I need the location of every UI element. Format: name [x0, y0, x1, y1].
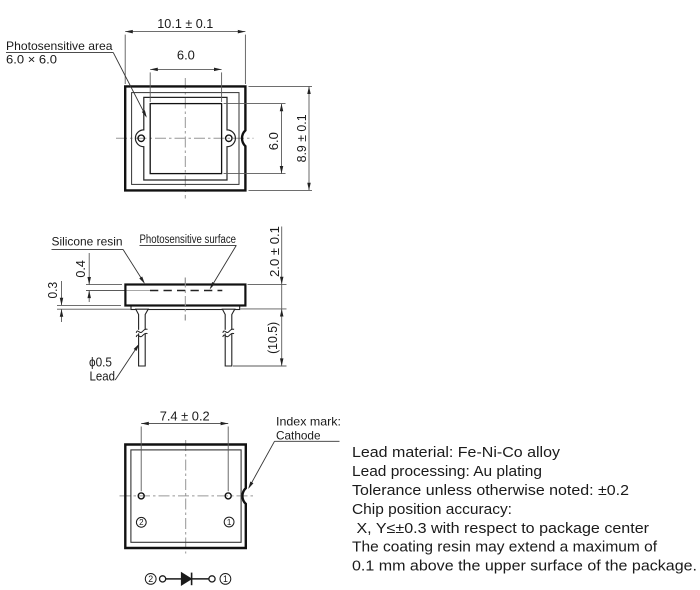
index-mark-label-line1: Index mark: — [276, 414, 341, 428]
index-mark-label-line2: Cathode — [276, 429, 321, 443]
lead-label: ϕ0.5 Lead — [89, 342, 141, 383]
dim-lead-pitch: 7.4 ± 0.2 — [140, 408, 229, 492]
note-line-5: X, Y≤±0.3 with respect to package center — [352, 521, 649, 537]
circuit-pin-left: 2 — [144, 573, 157, 585]
dim-area-height: 6.0 — [223, 103, 286, 175]
dim-package-height-text: 8.9 ± 0.1 — [294, 114, 309, 162]
dim-package-height: 8.9 ± 0.1 — [248, 85, 312, 191]
photosensitive-area-label: Photosensitive area 6.0 × 6.0 — [6, 39, 149, 119]
top-view-window-frame — [134, 96, 236, 181]
dim-resin-depth-text: 0.4 — [73, 260, 88, 278]
lead-label-text: Lead — [90, 369, 116, 383]
silicone-resin-label: Silicone resin — [51, 235, 147, 285]
diode-symbol — [180, 571, 193, 586]
index-mark-label: Index mark: Cathode — [246, 414, 341, 490]
lead-break-mark — [135, 328, 148, 334]
circuit-symbol: 2 1 — [144, 571, 232, 586]
circuit-pin-right-number: 1 — [223, 574, 228, 584]
note-line-6: The coating resin may extend a maximum o… — [352, 540, 658, 556]
bottom-view-pin-left-number: 2 — [139, 518, 144, 527]
dim-package-thickness-text: 2.0 ± 0.1 — [267, 226, 282, 277]
dim-base-thickness-text: 0.3 — [45, 282, 60, 299]
bottom-view-pin-right: 1 — [223, 516, 235, 528]
dim-lead-length-text: (10.5) — [265, 322, 280, 354]
note-line-1: Lead material: Fe-Ni-Co alloy — [352, 445, 561, 461]
dim-area-width-text: 6.0 — [177, 48, 195, 63]
lead-diameter-text: ϕ0.5 — [89, 356, 112, 370]
note-line-2: Lead processing: Au plating — [352, 464, 542, 480]
top-view-inner-rim — [131, 92, 240, 185]
side-view-lead-right — [221, 308, 236, 367]
bottom-view-lead-hole-left — [137, 492, 145, 500]
photosensitive-surface-label-text: Photosensitive surface — [140, 234, 237, 246]
side-view: 0.4 0.3 2.0 ± 0.1 (10.5) — [45, 226, 287, 383]
photosensitive-surface-label: Photosensitive surface — [139, 234, 237, 291]
dim-resin-depth: 0.4 — [73, 253, 91, 302]
dim-lead-length: (10.5) — [233, 308, 287, 367]
photosensitive-area-label-line1: Photosensitive area — [6, 39, 113, 53]
lead-break-mark — [222, 328, 235, 334]
top-view-photosensitive-area — [149, 102, 223, 175]
lead-break-mark — [135, 332, 148, 338]
silicone-resin-label-text: Silicone resin — [52, 235, 123, 249]
dim-base-thickness: 0.3 — [45, 281, 131, 322]
dim-lead-pitch-text: 7.4 ± 0.2 — [160, 408, 210, 423]
dim-area-width: 6.0 — [149, 48, 223, 102]
bottom-view-inner-rim — [130, 449, 242, 543]
lead-break-mark — [222, 332, 235, 338]
dim-package-thickness: 2.0 ± 0.1 — [247, 226, 287, 309]
bottom-view-pin-left: 2 — [135, 516, 147, 528]
top-view-package-outline — [124, 85, 247, 192]
top-view: 10.1 ± 0.1 6.0 6.0 8.9 ± 0.1 — [6, 16, 312, 199]
note-line-7: 0.1 mm above the upper surface of the pa… — [352, 559, 697, 575]
photosensitive-area-label-line2: 6.0 × 6.0 — [6, 53, 57, 67]
note-line-4: Chip position accuracy: — [352, 502, 512, 518]
bottom-view: 2 1 7.4 ± 0.2 Index mark: Cathode — [119, 408, 341, 554]
circuit-pin-right: 1 — [219, 573, 232, 585]
note-line-3: Tolerance unless otherwise noted: ±0.2 — [352, 483, 629, 499]
side-view-lead-left — [134, 308, 150, 367]
top-view-lead-hole-left — [137, 134, 146, 143]
circuit-terminal-right — [208, 575, 216, 583]
dim-package-width-text: 10.1 ± 0.1 — [157, 16, 213, 31]
circuit-pin-left-number: 2 — [148, 574, 153, 584]
top-view-lead-hole-right — [224, 134, 233, 143]
bottom-view-lead-hole-right — [224, 492, 232, 500]
notes-block: Lead material: Fe-Ni-Co alloy Lead proce… — [352, 445, 697, 575]
dim-area-height-text: 6.0 — [266, 132, 281, 150]
circuit-terminal-left — [158, 575, 167, 583]
bottom-view-package-outline — [124, 443, 247, 550]
bottom-view-pin-right-number: 1 — [227, 518, 232, 527]
